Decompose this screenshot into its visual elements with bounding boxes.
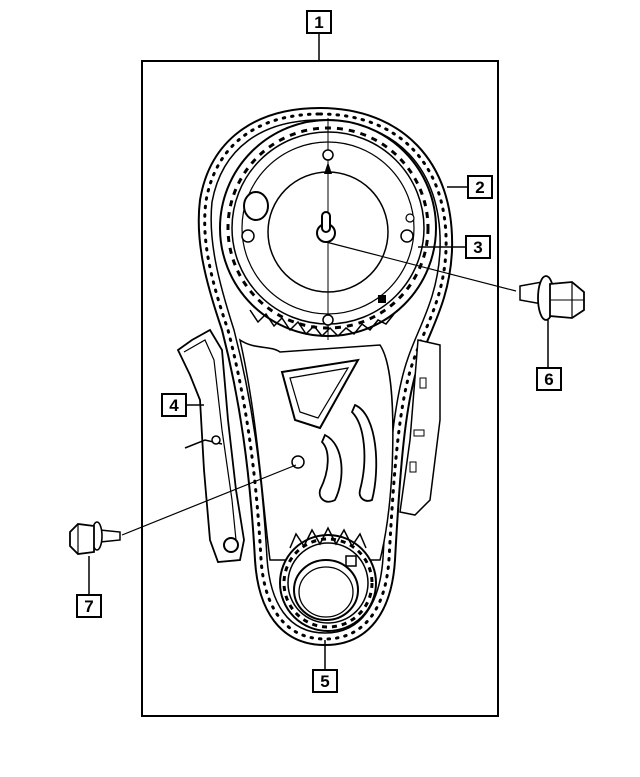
leader-6 xyxy=(325,241,517,292)
callout-6[interactable]: 6 xyxy=(536,320,562,391)
callout-5-label: 5 xyxy=(320,672,329,691)
callout-7[interactable]: 7 xyxy=(76,556,102,618)
callout-5[interactable]: 5 xyxy=(312,640,338,693)
kit-frame xyxy=(141,60,499,717)
leader-7 xyxy=(121,464,297,536)
cam-sprocket xyxy=(219,118,437,340)
callout-1[interactable]: 1 xyxy=(306,10,332,61)
callout-6-label: 6 xyxy=(544,370,553,389)
chain-guide xyxy=(238,338,394,561)
callout-3[interactable]: 3 xyxy=(418,235,491,259)
bolt-6 xyxy=(519,275,585,321)
right-chain-guide xyxy=(399,339,441,516)
callout-1-label: 1 xyxy=(314,13,323,32)
chain-tensioner xyxy=(176,328,245,563)
bolt-7 xyxy=(69,521,121,555)
callout-2-label: 2 xyxy=(475,178,484,197)
callout-7-label: 7 xyxy=(84,597,93,616)
callout-4[interactable]: 4 xyxy=(161,393,204,417)
crank-sprocket xyxy=(279,526,377,632)
callout-4-label: 4 xyxy=(169,396,179,415)
sprocket-teeth xyxy=(249,309,395,338)
callout-2[interactable]: 2 xyxy=(447,175,493,199)
callout-3-label: 3 xyxy=(473,238,482,257)
